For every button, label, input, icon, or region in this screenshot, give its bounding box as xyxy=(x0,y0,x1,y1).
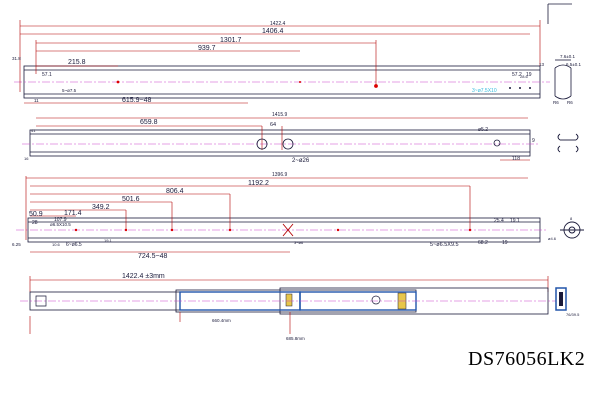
dim-28: 28 xyxy=(32,220,38,226)
dim-13: 13 xyxy=(539,62,545,67)
dim-9: 9 xyxy=(532,138,535,144)
dim-8: 8 xyxy=(570,216,573,221)
dim-1192: 1192.2 xyxy=(248,180,269,187)
dim-overall-2: 1406.4 xyxy=(262,28,284,35)
view-inner-member: 1422.4 1406.4 1301.7 939.7 215.8 57.1 61… xyxy=(12,3,581,105)
section-inner-member: 7.6±0.1 6.5±0.1 R6 R6 xyxy=(547,3,581,105)
note-slots: 3~ø7.5X10 xyxy=(472,88,497,94)
note-slot-hole: ø6.5X10.5 xyxy=(50,222,71,227)
section-dims: 76/39.5 xyxy=(566,312,580,317)
note-hole-4-6: ø4.6 xyxy=(548,236,557,241)
dim-19-1-left: 19.1 xyxy=(104,238,113,243)
dim-1301: 1301.7 xyxy=(220,37,242,44)
dim-19-1: 19.1 xyxy=(510,218,520,224)
dim-overall-1: 1422.4 xyxy=(270,21,286,27)
view-assembly-extended: 1422.4 ±3mm 660.4mm 685.8mm 76/39.5 xyxy=(20,273,580,341)
dim-28-6: 28.6 xyxy=(520,74,529,79)
dim-57-2: 57.2 xyxy=(512,72,522,78)
dim-615: 615.9~48 xyxy=(122,97,151,104)
dim-1415: 1415.9 xyxy=(272,112,288,118)
view-outer-member: 1396.9 1192.2 806.4 501.6 349.2 171.4 10… xyxy=(12,172,584,260)
callout-660: 660.4mm xyxy=(212,318,231,323)
dim-64: 64 xyxy=(270,122,276,128)
dim-31-8: 31.8 xyxy=(12,56,21,61)
section-r-left: R6 xyxy=(553,100,559,105)
dim-107: 107.9 xyxy=(54,217,67,223)
note-mount-holes: 5~ø6.5X9.5 xyxy=(430,242,459,248)
dim-349: 349.2 xyxy=(92,204,110,211)
callout-685: 685.8mm xyxy=(286,336,305,341)
note-three-holes: 3~ø6 xyxy=(294,240,304,245)
dim-724: 724.5~48 xyxy=(138,253,167,260)
dim-10-6: 10.6 xyxy=(52,242,61,247)
dim-939: 939.7 xyxy=(198,45,216,52)
note-big-holes: 2~ø26 xyxy=(292,158,310,164)
dim-19: 19 xyxy=(502,240,508,246)
section-dim-1: 7.6±0.1 xyxy=(560,54,575,59)
dim-57-1: 57.1 xyxy=(42,72,52,78)
dim-16: 16 xyxy=(24,156,29,161)
dim-171: 171.4 xyxy=(64,210,82,217)
section-assembly: 76/39.5 xyxy=(555,287,580,317)
note-small-hole: ø5.2 xyxy=(478,127,488,133)
model-code: DS76056LK2 xyxy=(468,348,586,370)
dim-501: 501.6 xyxy=(122,196,140,203)
dim-659: 659.8 xyxy=(140,119,158,126)
section-outer-member xyxy=(560,221,584,239)
section-intermediate xyxy=(557,133,579,153)
dim-806: 806.4 xyxy=(166,188,184,195)
view-intermediate-member: 1415.9 659.8 64 2~ø26 ø5.2 118 9 41 16 xyxy=(22,112,579,164)
dim-6-25: 6.25 xyxy=(12,242,21,247)
dim-118: 118 xyxy=(512,156,520,162)
dim-1396: 1396.9 xyxy=(272,172,288,178)
dim-215: 215.8 xyxy=(68,59,86,66)
dim-50: 50.9 xyxy=(29,211,43,218)
dim-19: 19 xyxy=(526,72,532,78)
dim-11: 11 xyxy=(34,98,39,103)
dim-extended: 1422.4 ±3mm xyxy=(122,273,165,280)
section-r-right: R6 xyxy=(567,100,573,105)
dim-25-4: 25.4 xyxy=(494,218,504,224)
dim-41: 41 xyxy=(31,128,36,133)
dim-68-2: 68.2 xyxy=(478,240,488,246)
section-dim-2: 6.5±0.1 xyxy=(566,62,581,67)
note-holes: 5~ø7.5 xyxy=(62,88,77,93)
note-six-holes: 6~ø6.5 xyxy=(66,242,82,248)
